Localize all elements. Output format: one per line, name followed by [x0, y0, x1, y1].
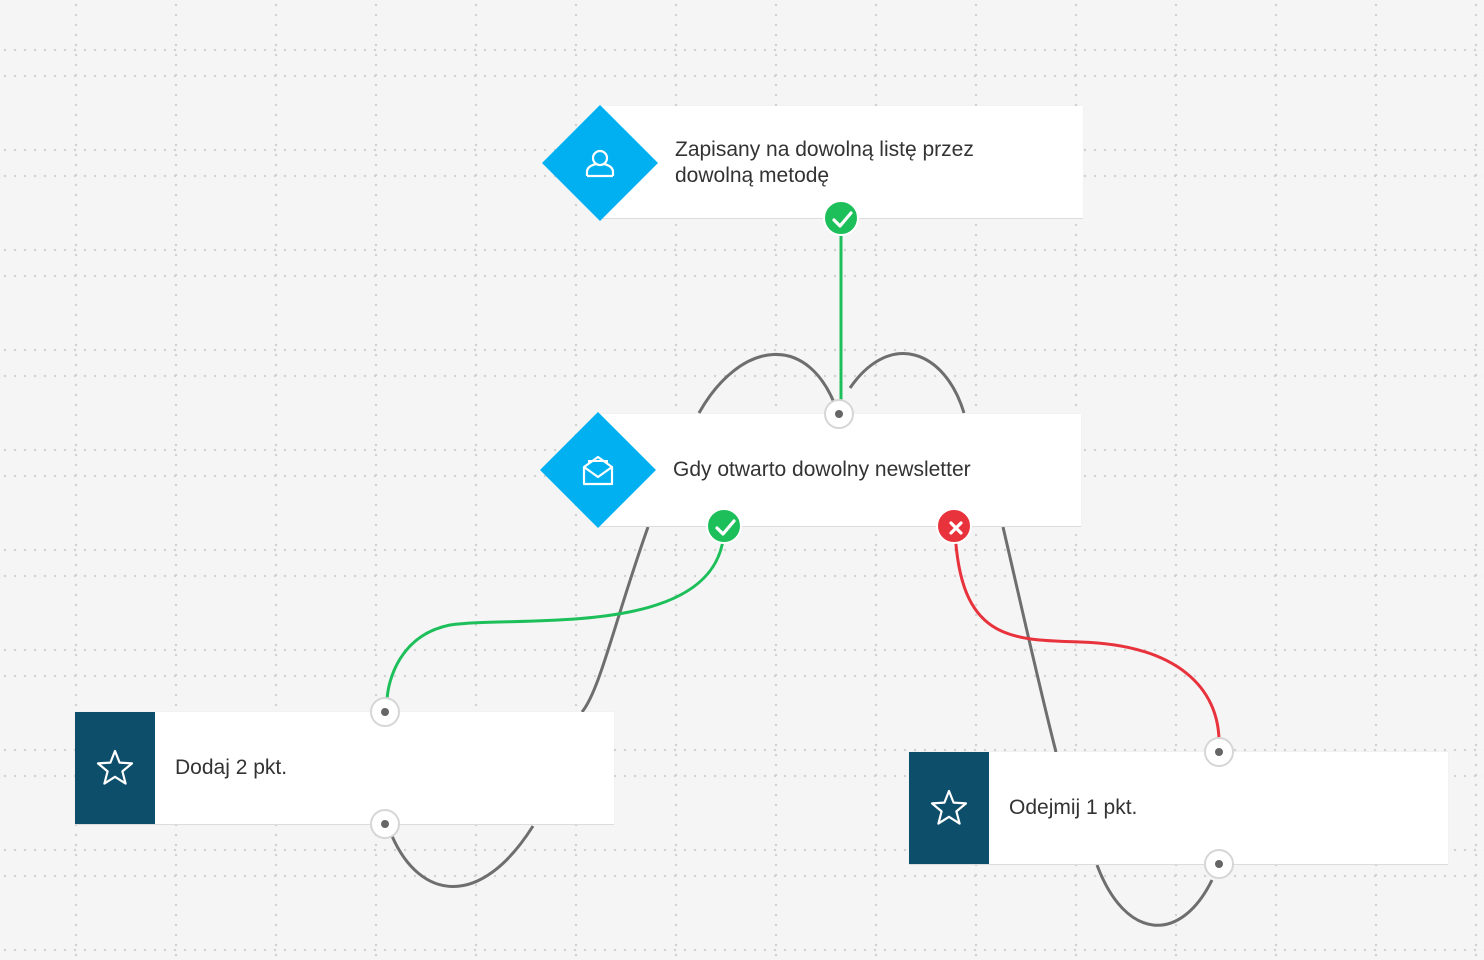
condition-input-port[interactable] — [824, 399, 854, 429]
add-points-output-port[interactable] — [370, 809, 400, 839]
idle-wire-subtract-loop — [1095, 864, 1214, 927]
no-wire-condition-to-subtract — [953, 529, 1221, 741]
subtract-points-output-port[interactable] — [1204, 849, 1234, 879]
star-icon — [930, 789, 968, 825]
check-icon — [832, 211, 853, 228]
add-points-label: Dodaj 2 pkt. — [175, 756, 288, 779]
add-points-icon-block — [75, 712, 155, 824]
trigger-label: Zapisany na dowolną listę przez dowolną … — [675, 138, 974, 187]
condition-node[interactable]: Gdy otwarto dowolny newsletter — [598, 414, 1081, 526]
check-icon — [715, 519, 736, 536]
open-envelope-icon — [582, 455, 614, 486]
subtract-points-label: Odejmij 1 pkt. — [1009, 796, 1138, 819]
idle-wire-right — [848, 352, 966, 414]
yes-wire-condition-to-add — [385, 529, 726, 701]
idle-wire-condition-to-subtract — [1001, 526, 1058, 753]
idle-wire-add-loop — [390, 825, 535, 888]
condition-yes-badge[interactable] — [706, 508, 742, 544]
add-points-input-port[interactable] — [370, 697, 400, 727]
subtract-points-icon-block — [909, 752, 989, 864]
subtract-points-node[interactable]: Odejmij 1 pkt. — [909, 752, 1448, 864]
subtract-points-input-port[interactable] — [1204, 737, 1234, 767]
idle-wire-left — [697, 353, 840, 414]
trigger-yes-badge[interactable] — [823, 200, 859, 236]
close-icon — [949, 521, 963, 535]
condition-label: Gdy otwarto dowolny newsletter — [673, 458, 971, 481]
trigger-node[interactable]: Zapisany na dowolną listę przez dowolną … — [600, 106, 1083, 218]
add-points-node[interactable]: Dodaj 2 pkt. — [75, 712, 614, 824]
idle-wire-condition-to-add-bottom — [580, 526, 650, 713]
star-icon — [96, 749, 134, 785]
user-icon — [585, 149, 615, 178]
condition-no-badge[interactable] — [936, 508, 972, 544]
